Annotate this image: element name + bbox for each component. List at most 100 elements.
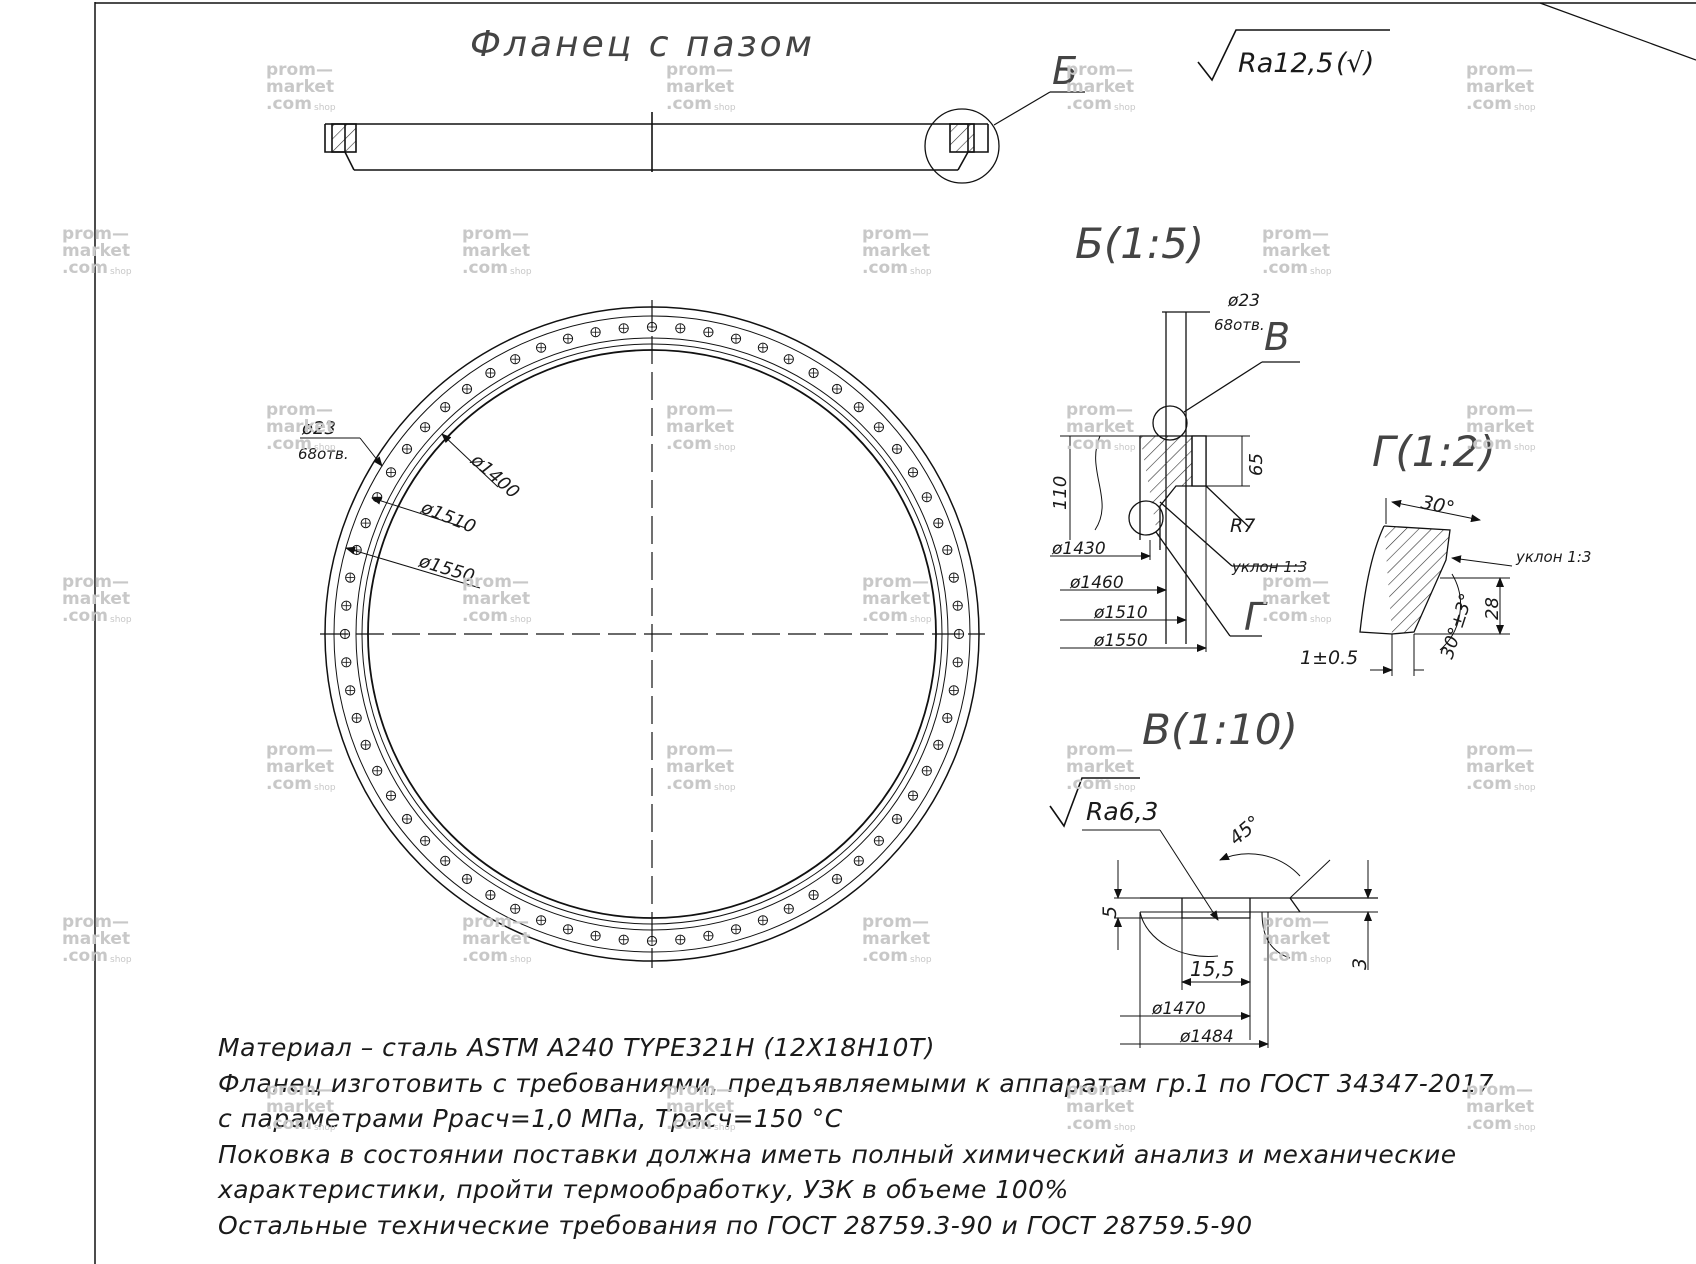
bolt-hole: [907, 790, 919, 801]
frame-corner: [1539, 2, 1696, 61]
section-dim-110: 110: [1050, 476, 1071, 510]
bolt-hole: [675, 934, 686, 945]
drawing-title: Фланец с пазом: [470, 24, 815, 65]
view-g-title: Г(1:2): [1372, 427, 1496, 476]
main-dim-1400: ø1400: [466, 449, 523, 503]
bolt-hole: [873, 422, 885, 433]
view-b-title: Б(1:5): [1075, 219, 1204, 268]
bolt-hole: [536, 342, 547, 353]
bolt-hole: [783, 903, 794, 914]
main-dim-1550: ø1550: [416, 550, 477, 587]
detail-v-dim1484: ø1484: [1179, 1027, 1234, 1047]
detail-v: [1114, 852, 1378, 1048]
bolt-hole: [921, 765, 932, 776]
main-dim-1510: ø1510: [417, 497, 478, 538]
detail-v-dim3: 3: [1349, 958, 1371, 970]
bolt-hole: [341, 600, 352, 611]
detail-v-dim1470: ø1470: [1151, 999, 1206, 1019]
bolt-hole: [942, 712, 953, 724]
bolt-hole: [703, 930, 714, 941]
section-slope: уклон 1:3: [1231, 558, 1307, 576]
roughness-general: Ra12,5: [1238, 48, 1333, 79]
callout-g: Г: [1244, 595, 1268, 639]
callout-v: В: [1264, 315, 1290, 359]
bolt-hole: [783, 354, 794, 365]
callout-b: Б: [1052, 49, 1078, 93]
detail-g-dim1: 1±0.5: [1300, 647, 1358, 669]
bolt-hole: [345, 572, 356, 583]
bolt-hole: [385, 467, 397, 478]
bolt-hole: [853, 402, 864, 413]
bolt-hole: [730, 333, 742, 344]
detail-g-dim28: 28: [1482, 597, 1503, 620]
bolt-hole: [646, 935, 658, 947]
roughness-groove-symbol: [1049, 777, 1219, 921]
bolt-hole: [891, 813, 903, 825]
bolt-hole: [831, 873, 843, 885]
bolt-hole: [590, 327, 601, 338]
bolt-hole: [590, 930, 601, 941]
bolt-hole: [440, 855, 451, 867]
section-dim-1550: ø1550: [1093, 631, 1148, 651]
bolt-hole: [401, 813, 413, 825]
bolt-hole: [952, 657, 963, 668]
view-v-title: В(1:10): [1142, 705, 1298, 754]
bolt-hole: [948, 572, 959, 583]
bolt-hole: [360, 518, 371, 529]
note-requirements: Фланец изготовить с требованиями, предъя…: [218, 1068, 1494, 1098]
section-dim-1460: ø1460: [1069, 573, 1124, 593]
bolt-hole: [536, 915, 547, 926]
main-holes-count: 68отв.: [298, 445, 349, 463]
main-holes-dia: ø23: [301, 418, 336, 439]
roughness-general-symbol: [1197, 29, 1390, 82]
bolt-hole: [933, 518, 944, 529]
bolt-hole: [891, 443, 903, 455]
bolt-hole: [933, 739, 944, 751]
bolt-hole: [952, 600, 963, 611]
bolt-holes: [339, 321, 965, 947]
bolt-hole: [703, 327, 714, 338]
bolt-hole: [440, 402, 451, 413]
bolt-hole: [618, 323, 629, 334]
main-view: [300, 300, 985, 968]
note-forging: Поковка в состоянии поставки должна имет…: [218, 1139, 1457, 1169]
detail-g: [1359, 498, 1513, 676]
bolt-hole: [420, 835, 431, 846]
bolt-hole: [562, 333, 574, 344]
bolt-hole: [339, 628, 351, 640]
bolt-hole: [948, 685, 959, 696]
bolt-hole: [510, 903, 521, 914]
bolt-hole: [351, 712, 362, 724]
section-radius: R7: [1230, 515, 1255, 537]
note-other-gost: Остальные технические требования по ГОСТ…: [218, 1210, 1253, 1240]
bolt-hole: [808, 889, 819, 901]
bolt-hole: [808, 367, 819, 379]
bolt-hole: [372, 765, 383, 776]
technical-notes: Материал – сталь ASTM A240 TYPE321H (12Х…: [218, 1030, 1518, 1243]
bolt-hole: [341, 657, 352, 668]
section-holes-count: 68отв.: [1214, 316, 1265, 334]
bolt-hole: [646, 321, 658, 333]
bolt-hole: [385, 790, 397, 801]
bolt-hole: [873, 835, 885, 846]
bolt-hole: [618, 934, 629, 945]
section-holes-dia: ø23: [1227, 291, 1260, 311]
section-dim-1430: ø1430: [1051, 539, 1106, 559]
bolt-hole: [853, 855, 864, 867]
bolt-hole: [485, 367, 496, 379]
detail-v-angle45: 45°: [1225, 811, 1265, 850]
roughness-groove: Ra6,3: [1086, 797, 1158, 826]
bolt-hole: [401, 443, 413, 455]
bolt-hole: [953, 628, 965, 640]
bolt-hole: [345, 685, 356, 696]
detail-v-dim5: 5: [1099, 906, 1121, 918]
bolt-hole: [675, 323, 686, 334]
bolt-hole: [757, 342, 769, 353]
bolt-hole: [562, 924, 574, 935]
bolt-hole: [730, 924, 742, 935]
detail-g-angle30: 30°: [1419, 491, 1457, 520]
roughness-general-mark: (√): [1336, 48, 1374, 79]
bolt-hole: [921, 492, 932, 503]
bolt-hole: [461, 873, 473, 885]
